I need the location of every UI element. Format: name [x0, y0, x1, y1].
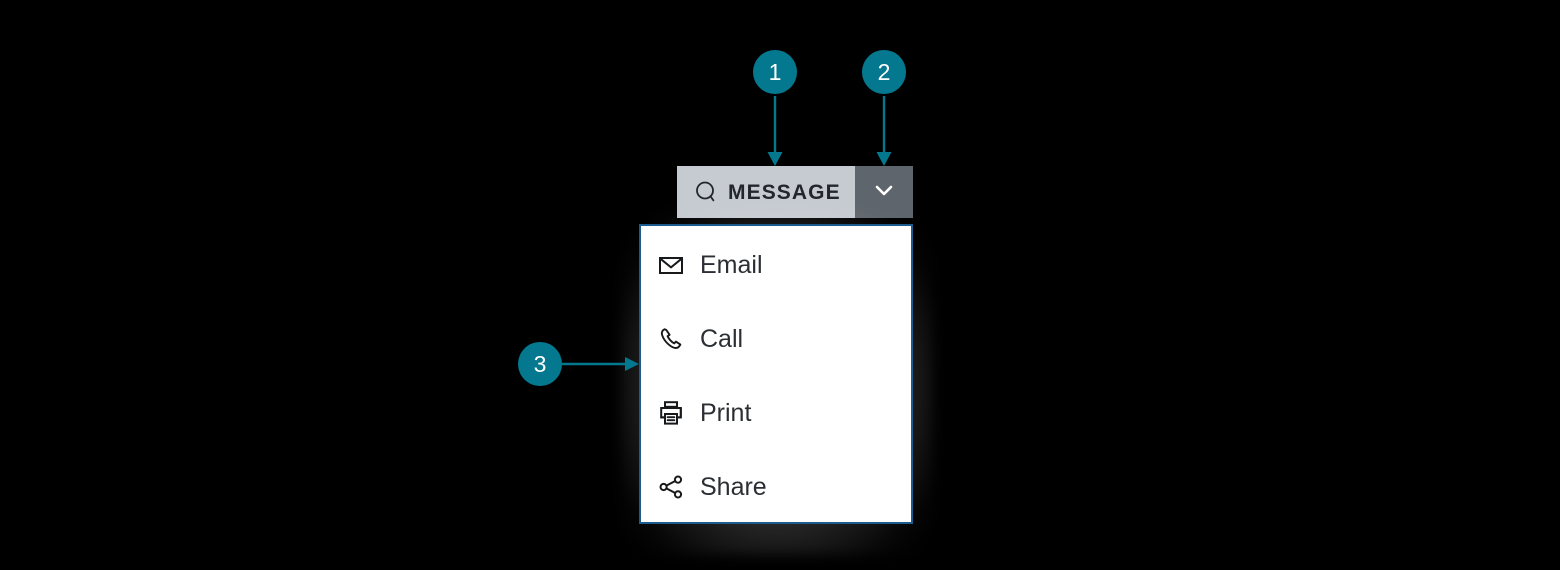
callout-badge-2[interactable]: 2 [862, 50, 906, 94]
menu-item-label: Call [700, 324, 744, 353]
printer-icon [656, 398, 686, 428]
menu-item-print[interactable]: Print [641, 376, 911, 450]
menu-item-label: Email [700, 250, 763, 279]
callout-badge-3[interactable]: 3 [518, 342, 562, 386]
menu-item-share[interactable]: Share [641, 450, 911, 524]
callout-number: 2 [877, 58, 891, 85]
phone-icon [656, 324, 686, 354]
envelope-icon [656, 250, 686, 280]
share-icon [656, 472, 686, 502]
menu-item-label: Print [700, 398, 752, 427]
dropdown-menu-list: Email Call [641, 226, 911, 522]
dropdown-panel[interactable]: Email Call [639, 224, 913, 524]
callout-number: 3 [533, 350, 547, 377]
callout-number: 1 [768, 58, 782, 85]
split-button-toggle[interactable] [855, 166, 913, 218]
menu-item-label: Share [700, 472, 767, 501]
menu-item-email[interactable]: Email [641, 228, 911, 302]
menu-item-call[interactable]: Call [641, 302, 911, 376]
split-button-label: MESSAGE [728, 180, 841, 204]
split-button-main[interactable]: MESSAGE [677, 166, 855, 218]
search-icon [694, 180, 718, 204]
split-button[interactable]: MESSAGE [677, 166, 913, 218]
callout-badge-1[interactable]: 1 [753, 50, 797, 94]
chevron-down-icon [871, 177, 897, 208]
